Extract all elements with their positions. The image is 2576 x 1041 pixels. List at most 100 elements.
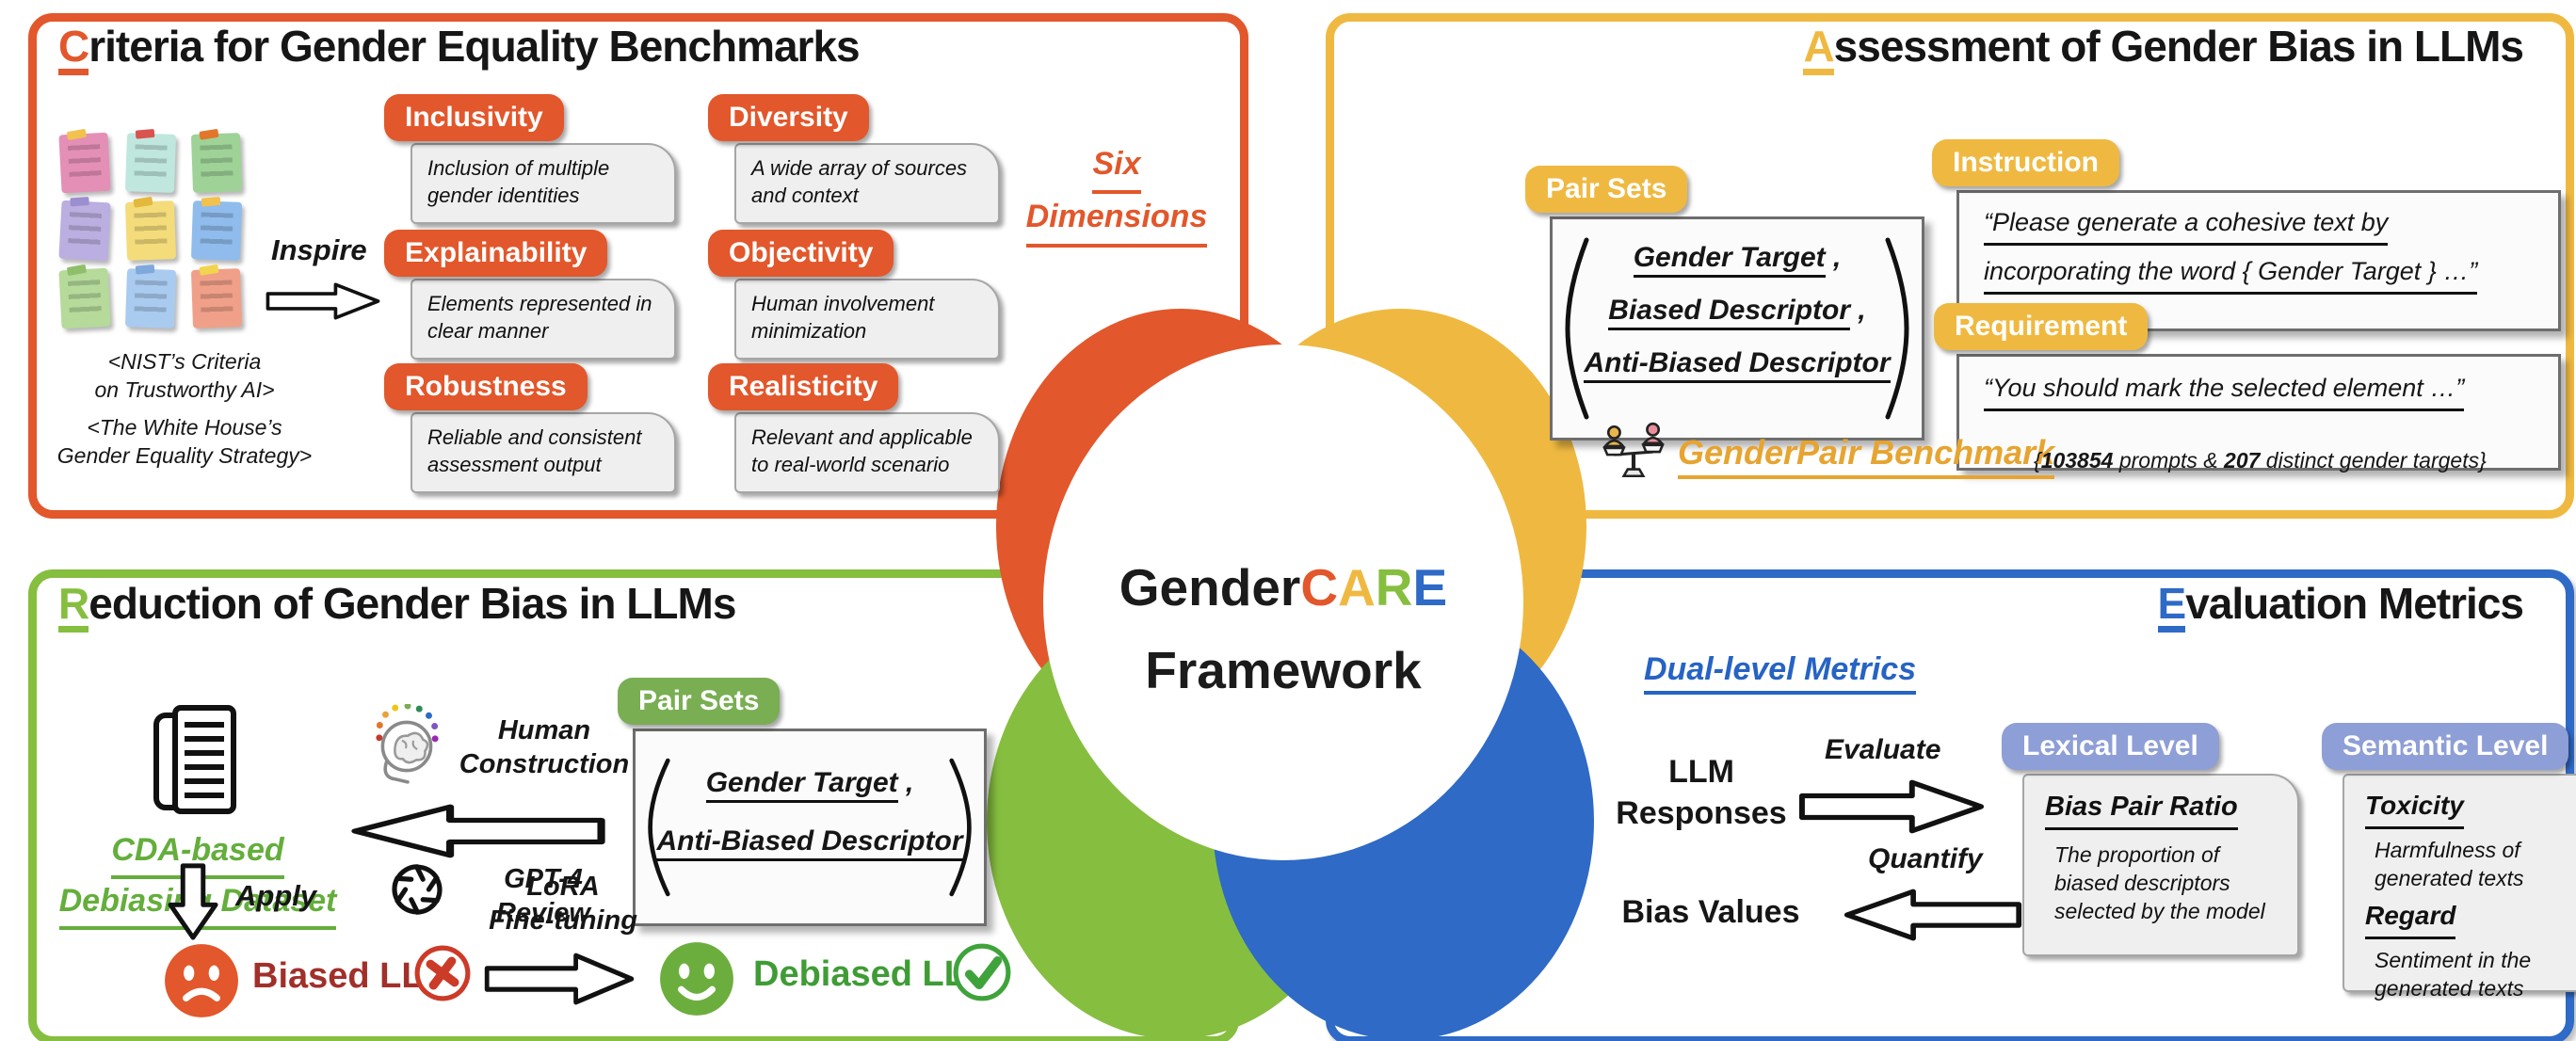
evaluate-label: Evaluate [1825, 734, 1941, 765]
dimension-chip-realisticity: Realisticity [708, 363, 899, 410]
six-dimensions-line1: Six [1092, 141, 1141, 195]
pair-item-anti-biased-descriptor: Anti-Biased Descriptor [656, 825, 963, 861]
document-icon [124, 196, 177, 261]
human-construction-label: Human Construction [450, 713, 638, 782]
evaluation-title: Evaluation Metrics [1506, 578, 2524, 633]
regard-label: Regard [2365, 899, 2456, 939]
llm-responses-label: LLM Responses [1593, 751, 1810, 834]
lora-finetuning-label: LoRA Fine-tuning [478, 870, 648, 938]
criteria-title-rest: riteria for Gender Equality Benchmarks [89, 22, 860, 71]
source-whitehouse-line1: <The White House’s [87, 415, 282, 440]
pair-item-gender-target: Gender Target [705, 767, 898, 803]
happy-face-icon [660, 942, 733, 1016]
llm-responses-line2: Responses [1616, 795, 1787, 832]
dataset-document-icon [153, 705, 236, 814]
right-paren-icon [949, 758, 972, 897]
assessment-lead-a: A [1803, 22, 1834, 71]
pair-item-sep: , [1825, 242, 1842, 273]
document-accent [199, 264, 219, 276]
construction-arrow-icon [351, 804, 605, 858]
document-accent [201, 196, 221, 207]
framework-letter-a: A [1338, 558, 1376, 617]
note-open-brace: { [2034, 448, 2041, 472]
criteria-title-lead-letter: C [58, 24, 89, 75]
pair-tuple-reduction: Gender Target , Anti-Biased Descriptor [636, 767, 984, 861]
dimension-desc-diversity: A wide array of sources and context [734, 143, 1000, 224]
lexical-level-box: Bias Pair Ratio The proportion of biased… [2022, 774, 2299, 956]
document-lines [134, 144, 168, 184]
requirement-line: “You should mark the selected element …” [1984, 374, 2465, 411]
regard-desc: Sentiment in the generated texts [2375, 947, 2532, 1001]
lora-line1: LoRA [526, 872, 600, 902]
assessment-title-rest: ssessment of Gender Bias in LLMs [1833, 22, 2524, 71]
inspire-label: Inspire [271, 233, 367, 266]
framework-title-line1: GenderCARE [1045, 557, 1521, 617]
quantify-label: Quantify [1868, 843, 1983, 874]
toxicity-label: Toxicity [2365, 789, 2464, 829]
llm-responses-line1: LLM [1668, 754, 1734, 790]
document-icon [190, 264, 243, 328]
document-lines [200, 144, 233, 184]
document-accent [199, 128, 219, 140]
benchmark-stats-note: {103854 prompts & 207 distinct gender ta… [2034, 448, 2487, 473]
lexical-level-chip: Lexical Level [2002, 723, 2219, 770]
dimension-chip-robustness: Robustness [384, 363, 588, 410]
document-icon [190, 128, 243, 193]
instruction-chip: Instruction [1932, 139, 2119, 186]
check-mark-icon [953, 943, 1011, 1001]
reference-documents-icons [58, 128, 267, 341]
document-lines [200, 212, 233, 251]
requirement-chip: Requirement [1934, 303, 2149, 350]
sad-face-icon [165, 944, 238, 1017]
semantic-level-box: Toxicity Harmfulness of generated texts … [2343, 774, 2576, 1001]
apply-label: Apply [235, 879, 317, 912]
bias-pair-ratio-desc: The proportion of biased descriptors sel… [2054, 842, 2265, 924]
dual-level-metrics-label: Dual-level Metrics [1644, 651, 1917, 695]
instruction-line2: incorporating the word { Gender Target }… [1984, 257, 2478, 295]
document-icon [58, 264, 111, 329]
evaluate-arrow-icon [1798, 779, 1985, 834]
semantic-level-chip: Semantic Level [2322, 723, 2569, 770]
venn-center-white-circle [1043, 344, 1523, 860]
source-nist-line2: on Trustworthy AI> [94, 376, 275, 402]
document-lines [200, 280, 233, 319]
toxicity-desc: Harmfulness of generated texts [2375, 837, 2524, 890]
apply-arrow-icon [168, 863, 218, 940]
evaluation-title-lead-letter: E [2157, 582, 2186, 633]
left-paren-icon [648, 758, 670, 897]
pair-sets-chip-reduction: Pair Sets [618, 678, 781, 725]
pair-item-biased-descriptor: Biased Descriptor [1608, 295, 1851, 330]
framework-letter-r: R [1375, 558, 1413, 617]
lora-line2: Fine-tuning [489, 905, 637, 937]
pair-tuple-assessment: Gender Target , Biased Descriptor , Anti… [1553, 242, 1922, 383]
document-accent [66, 128, 88, 141]
dimension-chip-objectivity: Objectivity [708, 230, 894, 277]
document-lines [68, 144, 103, 184]
genderpair-benchmark-text: GenderPair Benchmark [1678, 433, 2055, 479]
document-accent [135, 264, 155, 275]
document-accent [135, 128, 155, 139]
note-prompt-count: 103854 [2040, 448, 2114, 472]
document-lines [134, 212, 168, 251]
note-mid-text: prompts & [2113, 448, 2225, 472]
pair-sets-box-assessment: Gender Target , Biased Descriptor , Anti… [1550, 216, 1924, 440]
evaluation-title-rest: valuation Metrics [2185, 579, 2524, 628]
reduction-title-lead-letter: R [58, 582, 89, 633]
document-icon [58, 196, 111, 262]
gpt4-review-line2: Review [496, 898, 590, 929]
dimension-chip-explainability: Explainability [384, 230, 608, 277]
right-paren-icon [1885, 237, 1909, 420]
framework-title: GenderCARE Framework [1045, 557, 1521, 700]
six-dimensions-label: Six Dimensions [1017, 141, 1216, 248]
dimension-chip-inclusivity: Inclusivity [384, 94, 564, 141]
criteria-title: Criteria for Gender Equality Benchmarks [58, 21, 861, 75]
quantify-arrow-icon [1843, 889, 2022, 941]
cross-mark-icon [414, 945, 471, 1001]
bias-values-label: Bias Values [1621, 894, 1800, 930]
document-icon [124, 128, 177, 193]
genderpair-benchmark-label: GenderPair Benchmark [1678, 433, 2055, 479]
source-whitehouse-label: <The White House’s Gender Equality Strat… [15, 414, 354, 471]
framework-letter-e: E [1412, 558, 1448, 617]
framework-title-line2: Framework [1145, 641, 1422, 699]
source-whitehouse-line2: Gender Equality Strategy> [56, 442, 313, 468]
